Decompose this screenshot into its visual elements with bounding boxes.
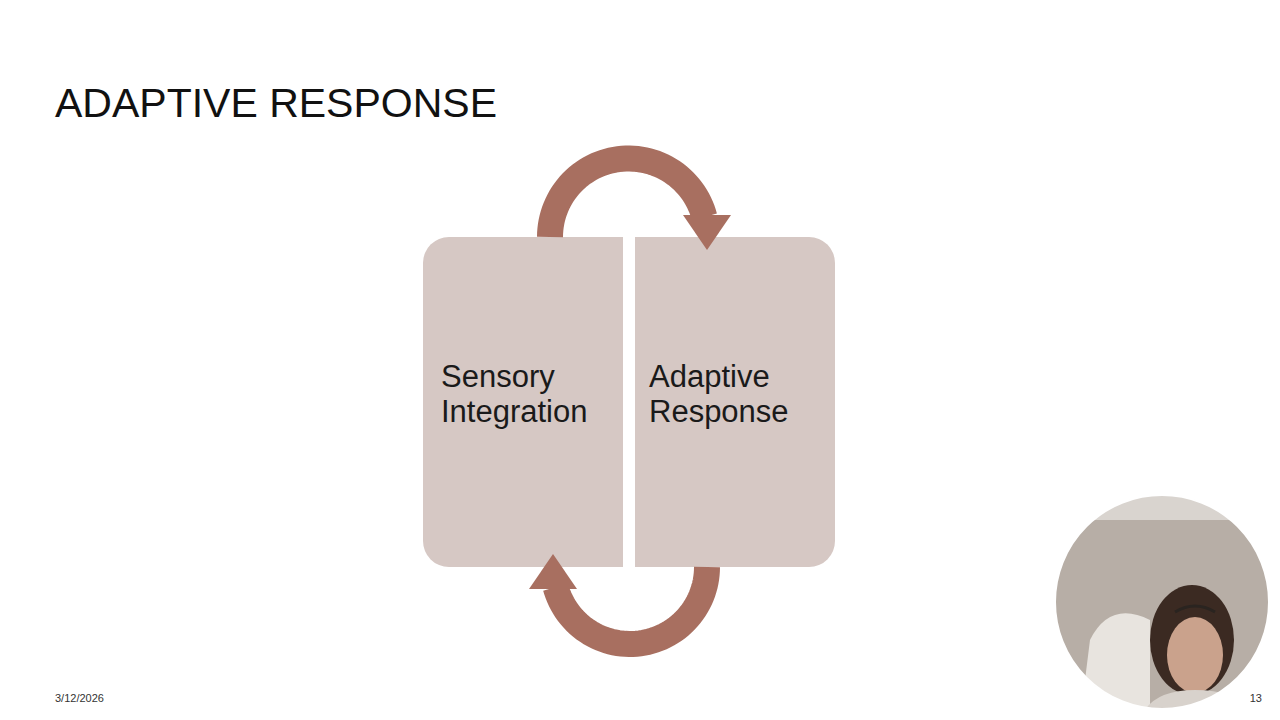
curved-arrow (550, 159, 731, 250)
slide-number: 13 (1250, 691, 1262, 705)
webcam-shirt (1140, 690, 1255, 720)
curved-arrow (529, 554, 707, 644)
arrow-shaft (550, 159, 704, 237)
webcam-background (1050, 490, 1280, 720)
webcam-ceiling (1050, 490, 1280, 520)
arrow-shaft (556, 567, 707, 644)
node-text-group: Sensory Integration (441, 359, 617, 429)
webcam-image (1050, 490, 1280, 720)
slide-title: ADAPTIVE RESPONSE (55, 79, 497, 127)
webcam-hair (1150, 585, 1234, 695)
webcam-chair (1080, 613, 1150, 720)
webcam-border (1055, 495, 1269, 709)
arrow-head (529, 554, 577, 589)
webcam-glasses (1175, 606, 1215, 612)
process-box: Adaptive Response (635, 237, 835, 567)
arrow-head (683, 215, 731, 250)
slide-date: 3/12/2026 (55, 691, 104, 705)
box-label: Adaptive Response (649, 359, 829, 429)
webcam-face (1167, 617, 1223, 693)
process-box: Sensory Integration (423, 237, 623, 567)
node-text-group: Adaptive Response (649, 359, 829, 429)
box-label: Sensory Integration (441, 359, 617, 429)
